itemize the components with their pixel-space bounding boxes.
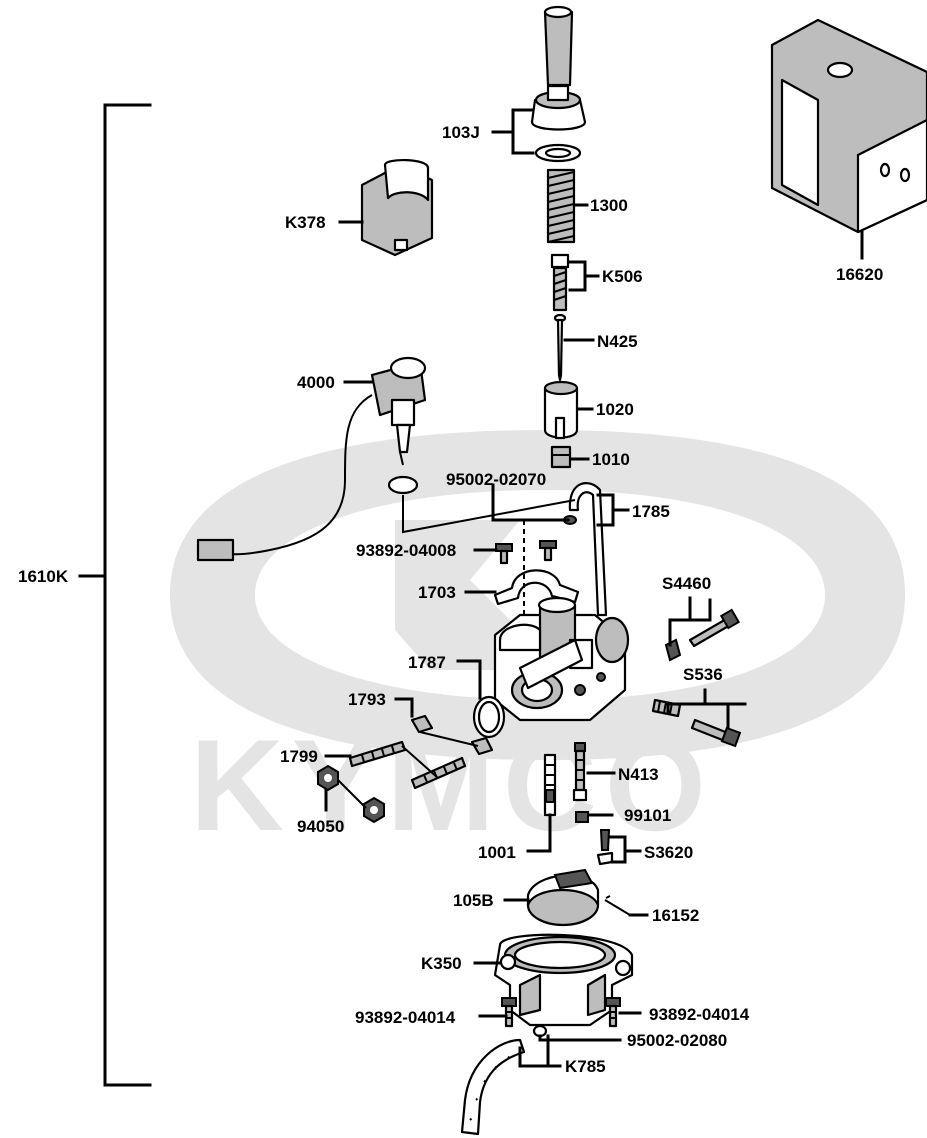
label-stud: 1799 [280,747,318,766]
kymco-watermark: KYMCO [170,430,905,858]
upper-hose-part [563,482,608,617]
label-spring: 1300 [590,196,628,215]
label-jet-holder: 1010 [592,450,630,469]
nuts-part [317,764,385,824]
label-screw-top: 93892-04008 [356,541,456,560]
plates-part [410,714,494,756]
clip-part [550,253,570,312]
label-clip-lower: 95002-02080 [627,1031,727,1050]
label-screw-set-a: S4460 [662,574,711,593]
top-tube-part [543,5,574,87]
carburetor-body-part [493,596,630,722]
leader-lines [324,108,864,1068]
label-bracket: 1703 [418,583,456,602]
jet-holder-part [550,445,572,469]
gasket-part [472,695,506,739]
label-float-chamber: K350 [421,954,462,973]
label-cover: K378 [285,213,326,232]
label-emulsion: 1001 [478,843,516,862]
label-assembly: 1610K [18,567,69,586]
assembly-bracket [78,103,152,1087]
slide-part [543,380,579,440]
label-hose-upper: 1785 [632,502,670,521]
cap-part [530,84,587,163]
top-screws-part [495,540,557,565]
needle-part [553,313,567,382]
label-float: 105B [453,891,494,910]
main-jet-part [575,811,589,823]
label-drain-hose: K785 [565,1057,606,1076]
label-nut: 94050 [297,817,344,836]
label-jet-set: S3620 [644,843,693,862]
label-clip: K506 [602,267,643,286]
label-choke: 4000 [297,373,335,392]
label-screw-left: 93892-04014 [355,1008,456,1027]
adjust-screws-part [664,608,741,662]
label-cap: 103J [442,123,480,142]
bracket-plate-part [770,18,927,234]
choke-part [196,356,427,562]
label-gasket: 1787 [408,653,446,672]
float-chamber-part [493,933,634,1027]
drain-hose-part [460,1024,548,1136]
part-labels: 1610K 103J 1300 K378 K506 N425 4000 1020… [18,123,883,1076]
label-main-jet: 99101 [624,806,671,825]
retainer-bracket-part [493,569,580,606]
label-screw-set-b: S536 [683,665,723,684]
label-pin: 16152 [652,906,699,925]
needle-jet-part [572,742,588,802]
label-plate: 1793 [348,690,386,709]
watermark-text: KYMCO [190,712,714,858]
label-slide: 1020 [596,400,634,419]
float-part [526,868,600,927]
spring-part [546,168,576,244]
float-pin-part [604,895,631,916]
label-needle-jet: N413 [618,765,659,784]
emulsion-tube-part [543,753,557,817]
label-needle: N425 [597,332,638,351]
label-clip-upper: 95002-02070 [446,470,546,489]
chamber-screws-part [501,997,621,1028]
label-screw-right: 93892-04014 [649,1005,750,1024]
cover-part [360,159,434,257]
label-bracket-plate: 16620 [836,265,883,284]
